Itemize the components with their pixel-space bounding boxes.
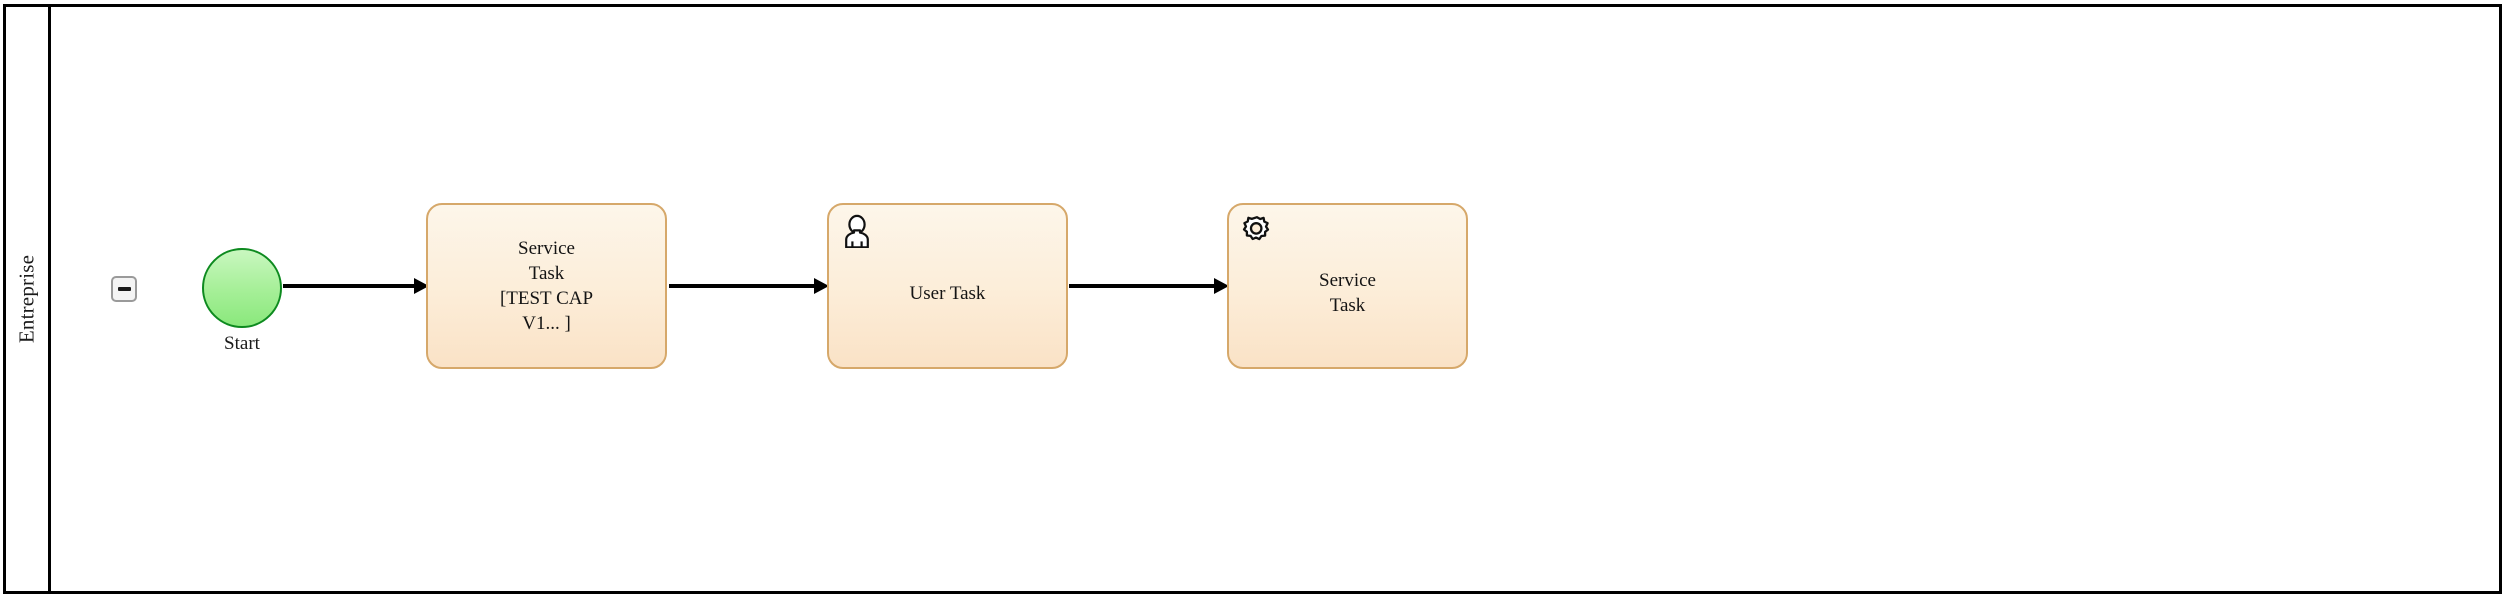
- sequence-flow-task2-to-task3[interactable]: [1069, 278, 1229, 294]
- pool-entreprise[interactable]: Entreprise Start Service: [3, 4, 2502, 594]
- start-event-label: Start: [224, 333, 260, 354]
- gear-icon: [1240, 214, 1274, 248]
- user-icon: [840, 214, 874, 249]
- task-label-line: Service: [1319, 270, 1376, 291]
- task-label: Service Task [TEST CAP V1... ]: [428, 205, 665, 367]
- arrowhead-icon: [414, 278, 429, 294]
- task-label-line: [TEST CAP: [499, 288, 594, 309]
- arrowhead-icon: [814, 278, 829, 294]
- sequence-flow-start-to-task1[interactable]: [283, 278, 429, 294]
- flow-line: [1069, 284, 1214, 288]
- task-label: User Task: [829, 205, 1066, 367]
- pool-header[interactable]: Entreprise: [6, 7, 51, 591]
- start-event-circle: [202, 248, 282, 328]
- task-service[interactable]: Service Task: [1227, 203, 1468, 369]
- task-label-line: Task: [1329, 295, 1366, 316]
- flow-line: [283, 284, 414, 288]
- sequence-flow-task1-to-task2[interactable]: [669, 278, 829, 294]
- task-label: Service Task: [1229, 205, 1466, 367]
- task-label-line: User Task: [909, 282, 986, 304]
- task-label-line: Service: [518, 238, 575, 259]
- minus-icon: [117, 287, 131, 291]
- pool-collapse-button[interactable]: [111, 276, 137, 302]
- task-service-test-cap[interactable]: Service Task [TEST CAP V1... ]: [426, 203, 667, 369]
- task-label-line: V1... ]: [522, 313, 571, 334]
- task-user[interactable]: User Task: [827, 203, 1068, 369]
- arrowhead-icon: [1214, 278, 1229, 294]
- pool-lane-body: Start Service Task [TEST CAP V1... ]: [51, 7, 2499, 591]
- task-label-line: Task: [528, 263, 565, 284]
- flow-line: [669, 284, 814, 288]
- pool-name-label: Entreprise: [14, 254, 39, 344]
- start-event[interactable]: [202, 248, 282, 328]
